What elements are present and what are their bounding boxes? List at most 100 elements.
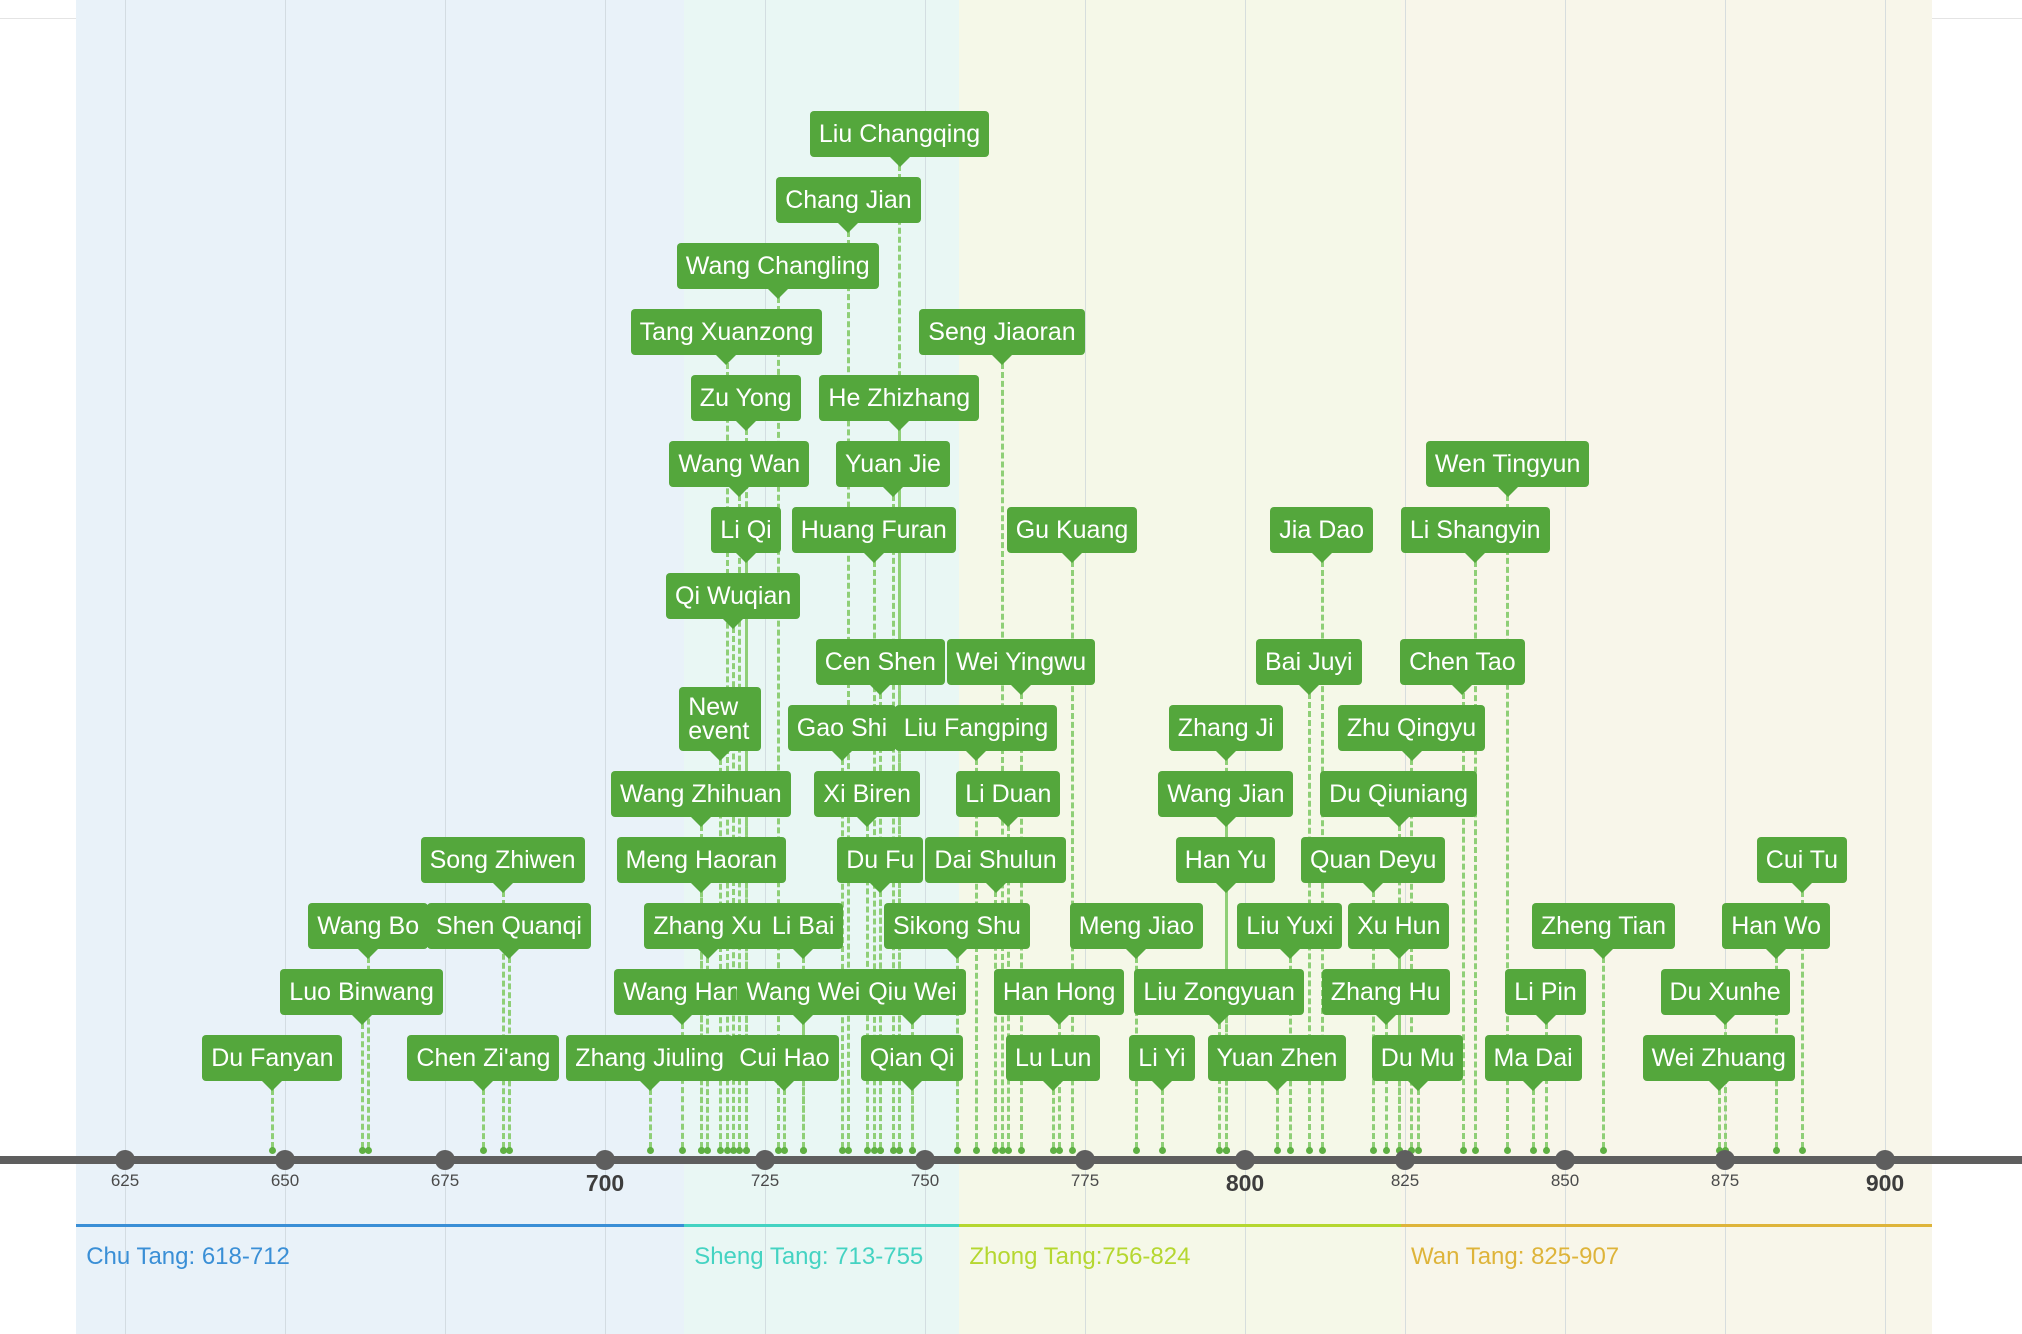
event-flag[interactable]: Li Duan: [956, 771, 1061, 827]
event-flag[interactable]: Wen Tingyun: [1425, 441, 1590, 497]
event-flag[interactable]: Liu Changqing: [809, 111, 990, 167]
event-flag[interactable]: Tang Xuanzong: [630, 309, 823, 365]
period-line: [76, 1224, 685, 1227]
event-flag[interactable]: Yuan Jie: [836, 441, 950, 497]
event-endpoint: [1222, 1147, 1230, 1154]
event-flag[interactable]: Zu Yong: [690, 375, 801, 431]
tick-label: 625: [110, 1171, 140, 1190]
event-flag[interactable]: Bai Juyi: [1256, 639, 1362, 695]
event-flag[interactable]: Dai Shulun: [925, 837, 1066, 893]
period-label: Sheng Tang: 713-755: [694, 1243, 924, 1270]
event-flag[interactable]: Cui Hao: [730, 1035, 839, 1091]
event-flag[interactable]: Wang Wan: [669, 441, 810, 497]
event-flag[interactable]: Wang Zhihuan: [611, 771, 791, 827]
event-flag[interactable]: Yuan Zhen: [1207, 1035, 1347, 1091]
event-endpoint: [1056, 1147, 1064, 1154]
tick-label: 850: [1550, 1171, 1580, 1190]
event-flag[interactable]: Meng Jiao: [1069, 903, 1204, 959]
event-flag[interactable]: Chen Zi'ang: [407, 1035, 560, 1091]
event-endpoint: [781, 1147, 789, 1154]
period-label: Zhong Tang:756-824: [969, 1243, 1191, 1270]
event-flag[interactable]: Du Xunhe: [1660, 969, 1790, 1025]
event-flag[interactable]: Wang Wei: [737, 969, 870, 1025]
event-flag[interactable]: Liu Zongyuan: [1134, 969, 1304, 1025]
event-flag[interactable]: Qi Wuqian: [666, 573, 801, 629]
event-flag[interactable]: Du Fanyan: [202, 1035, 343, 1091]
event-stem: [1474, 561, 1478, 1148]
event-flag[interactable]: Wei Zhuang: [1642, 1035, 1795, 1091]
event-flag[interactable]: Xu Hun: [1348, 903, 1450, 959]
event-stem: [1506, 495, 1510, 1148]
event-stem: [738, 495, 742, 1148]
event-flag[interactable]: Seng Jiaoran: [919, 309, 1085, 365]
event-flag[interactable]: Li Shangyin: [1400, 507, 1550, 563]
event-flag[interactable]: Gao Shi: [787, 705, 897, 761]
event-flag[interactable]: Zhang Hu: [1321, 969, 1450, 1025]
event-endpoint: [998, 1147, 1006, 1154]
event-flag[interactable]: He Zhizhang: [819, 375, 980, 431]
event-endpoint: [1158, 1147, 1166, 1154]
event-flag[interactable]: Ma Dai: [1484, 1035, 1582, 1091]
event-stem: [1224, 759, 1228, 1148]
event-flag[interactable]: Wang Han: [614, 969, 750, 1025]
event-flag[interactable]: Cen Shen: [815, 639, 945, 695]
event-flag[interactable]: Li Yi: [1129, 1035, 1195, 1091]
event-endpoint: [1504, 1147, 1512, 1154]
event-flag[interactable]: New event: [679, 687, 762, 761]
event-stem: [1071, 561, 1075, 1148]
event-flag[interactable]: Jia Dao: [1270, 507, 1374, 563]
event-endpoint: [800, 1147, 808, 1154]
event-flag[interactable]: Qian Qi: [860, 1035, 964, 1091]
event-flag[interactable]: Liu Yuxi: [1237, 903, 1343, 959]
event-flag[interactable]: Meng Haoran: [616, 837, 786, 893]
event-flag[interactable]: Cui Tu: [1756, 837, 1848, 893]
event-flag[interactable]: Xi Biren: [814, 771, 920, 827]
tick-label: 875: [1710, 1171, 1740, 1190]
event-flag[interactable]: Du Qiuniang: [1320, 771, 1478, 827]
event-stem: [719, 759, 723, 1148]
event-flag[interactable]: Li Pin: [1505, 969, 1586, 1025]
event-endpoint: [698, 1147, 705, 1154]
event-stem: [847, 231, 851, 1148]
event-flag[interactable]: Wei Yingwu: [947, 639, 1096, 695]
gridline: [1725, 0, 1726, 1334]
event-flag[interactable]: Quan Deyu: [1301, 837, 1446, 893]
period-label: Wan Tang: 825-907: [1411, 1243, 1620, 1270]
tick-dot: [1395, 1150, 1415, 1170]
event-flag[interactable]: Qiu Wei: [859, 969, 966, 1025]
event-flag[interactable]: Han Hong: [993, 969, 1125, 1025]
event-flag[interactable]: Han Yu: [1175, 837, 1276, 893]
tick-dot: [1555, 1150, 1575, 1170]
event-flag[interactable]: Gu Kuang: [1006, 507, 1138, 563]
event-flag[interactable]: Zhang Jiuling: [566, 1035, 734, 1091]
event-flag[interactable]: Li Qi: [711, 507, 781, 563]
event-flag[interactable]: Han Wo: [1722, 903, 1831, 959]
event-endpoint: [730, 1147, 737, 1154]
event-endpoint: [864, 1147, 872, 1154]
event-flag[interactable]: Li Bai: [762, 903, 844, 959]
event-flag[interactable]: Wang Changling: [676, 243, 879, 299]
event-flag[interactable]: Huang Furan: [791, 507, 956, 563]
event-flag[interactable]: Song Zhiwen: [420, 837, 585, 893]
event-flag[interactable]: Zhang Ji: [1168, 705, 1283, 761]
event-flag[interactable]: Du Fu: [837, 837, 924, 893]
event-flag[interactable]: Zheng Tian: [1531, 903, 1675, 959]
event-flag[interactable]: Wang Jian: [1158, 771, 1294, 827]
event-flag[interactable]: Zhu Qingyu: [1337, 705, 1486, 761]
tick-label: 700: [585, 1170, 625, 1196]
event-flag[interactable]: Wang Bo: [308, 903, 429, 959]
gridline: [1885, 0, 1886, 1334]
event-stem: [482, 1089, 486, 1148]
event-flag[interactable]: Zhang Xu: [644, 903, 771, 959]
event-flag[interactable]: Sikong Shu: [884, 903, 1030, 959]
event-flag[interactable]: Liu Fangping: [894, 705, 1058, 761]
event-flag[interactable]: Chen Tao: [1400, 639, 1525, 695]
event-flag[interactable]: Luo Binwang: [280, 969, 443, 1025]
event-flag[interactable]: Du Mu: [1371, 1035, 1464, 1091]
event-endpoint: [1018, 1147, 1025, 1154]
event-flag[interactable]: Chang Jian: [776, 177, 921, 233]
period-line: [684, 1224, 960, 1227]
event-endpoint: [736, 1147, 744, 1154]
event-flag[interactable]: Lu Lun: [1006, 1035, 1101, 1091]
event-flag[interactable]: Shen Quanqi: [427, 903, 591, 959]
